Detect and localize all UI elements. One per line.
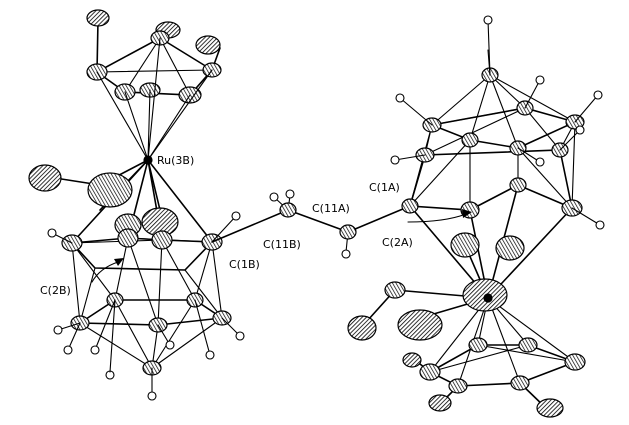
label-c11b: C(11B) xyxy=(263,238,301,251)
label-c2a: C(2A) xyxy=(382,236,413,249)
label-ru3b: Ru(3B) xyxy=(157,154,194,167)
left-carbonyl-ligands xyxy=(28,159,179,237)
label-c11a: C(11A) xyxy=(312,202,350,215)
left-ru-cp-bonds xyxy=(96,37,213,161)
left-cyclopentadienyl-ring xyxy=(86,9,222,104)
right-hydrogen-atoms xyxy=(390,15,605,303)
linker-chain xyxy=(211,189,411,259)
label-c1b: C(1B) xyxy=(229,258,260,271)
label-c2b: C(2B) xyxy=(40,284,71,297)
label-c1a: C(1A) xyxy=(369,181,400,194)
arrows xyxy=(91,209,472,283)
right-cage-atoms xyxy=(401,67,586,418)
left-hydrogen-atoms xyxy=(47,211,245,401)
